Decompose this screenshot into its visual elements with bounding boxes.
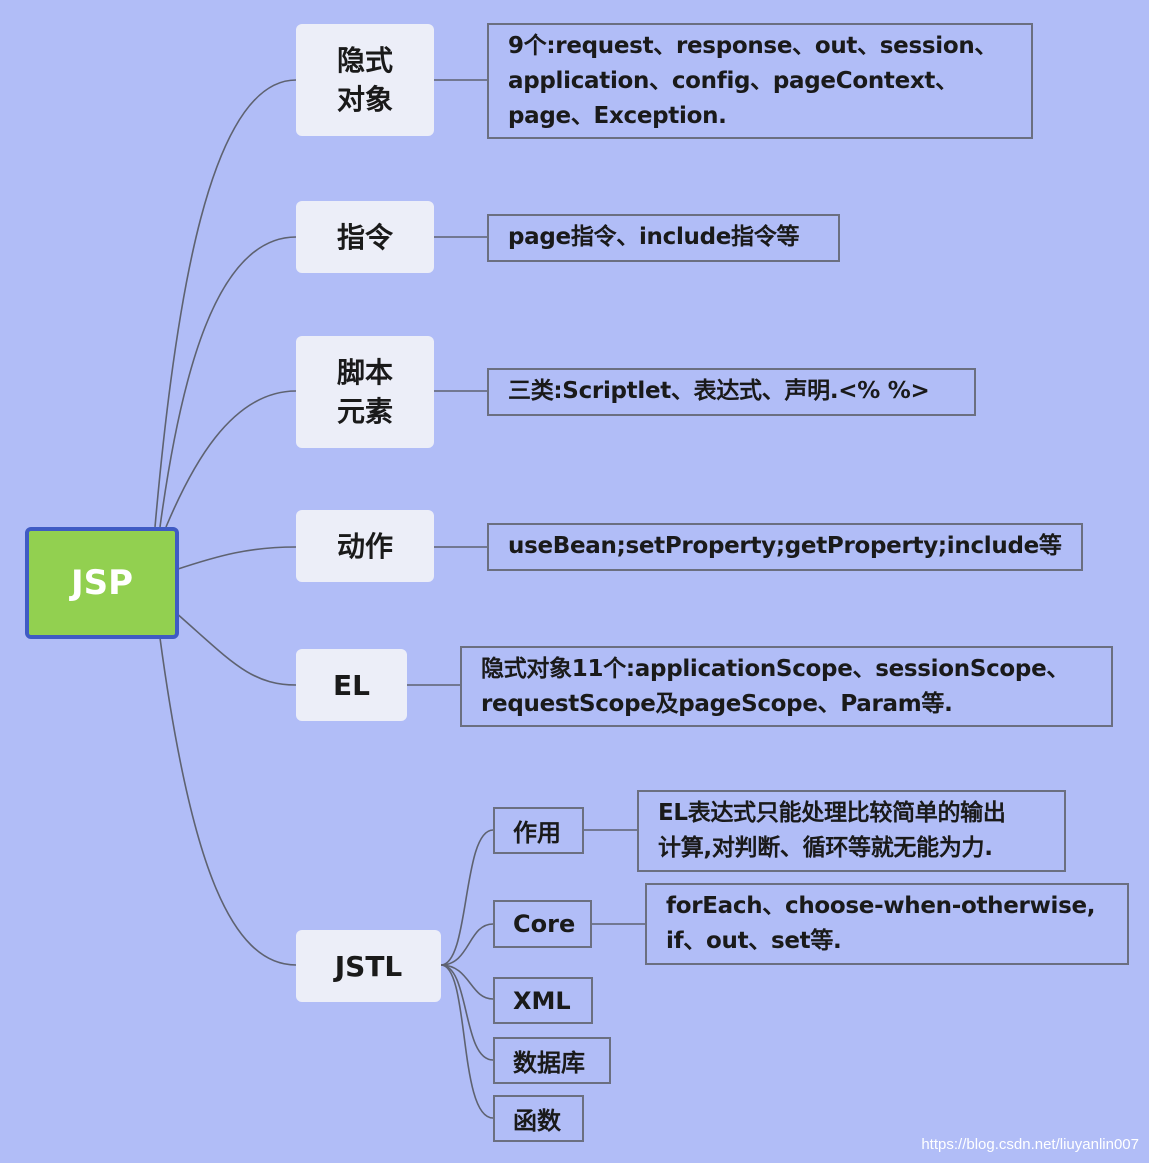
connector-root-el bbox=[174, 611, 297, 686]
note-core: forEach、choose-when-otherwise, if、out、se… bbox=[645, 883, 1129, 965]
connector-jstl-database bbox=[440, 964, 494, 1061]
topic-label: 脚本 元素 bbox=[336, 356, 393, 428]
connector-root-jstl bbox=[159, 637, 297, 966]
connector-jstl-core bbox=[440, 923, 494, 966]
topic-el: EL bbox=[296, 649, 407, 721]
subtopic-database: 数据库 bbox=[493, 1037, 611, 1084]
topic-directives: 指令 bbox=[296, 201, 434, 273]
root-node-jsp: JSP bbox=[25, 527, 179, 639]
topic-label: 指令 bbox=[336, 220, 393, 254]
connector-root-actions bbox=[174, 546, 297, 571]
subtopic-purpose: 作用 bbox=[493, 807, 584, 854]
watermark: https://blog.csdn.net/liuyanlin007 bbox=[921, 1136, 1139, 1153]
note-implicit-objects: 9个:request、response、out、session、 applica… bbox=[487, 23, 1033, 139]
subtopic-label: XML bbox=[513, 986, 571, 1015]
note-directives: page指令、include指令等 bbox=[487, 214, 840, 262]
subtopic-label: Core bbox=[513, 910, 576, 938]
root-label: JSP bbox=[70, 563, 134, 603]
topic-label: JSTL bbox=[334, 949, 403, 983]
topic-jstl: JSTL bbox=[296, 930, 441, 1002]
connector-jstl-functions bbox=[440, 964, 494, 1119]
topic-label: EL bbox=[333, 668, 370, 702]
subtopic-label: 函数 bbox=[513, 1107, 561, 1135]
subtopic-functions: 函数 bbox=[493, 1095, 584, 1142]
subtopic-xml: XML bbox=[493, 977, 593, 1024]
topic-actions: 动作 bbox=[296, 510, 434, 582]
note-purpose: EL表达式只能处理比较简单的输出 计算,对判断、循环等就无能为力. bbox=[637, 790, 1066, 872]
topic-script-elements: 脚本 元素 bbox=[296, 336, 434, 448]
subtopic-label: 数据库 bbox=[513, 1049, 585, 1077]
subtopic-core: Core bbox=[493, 900, 592, 948]
subtopic-label: 作用 bbox=[513, 819, 561, 847]
connector-root-script-elements bbox=[165, 390, 297, 528]
connector-jstl-xml bbox=[440, 964, 494, 1000]
note-script-elements: 三类:Scriptlet、表达式、声明.<% %> bbox=[487, 368, 976, 416]
topic-label: 动作 bbox=[336, 529, 393, 563]
note-actions: useBean;setProperty;getProperty;include等 bbox=[487, 523, 1083, 571]
connector-jstl-purpose bbox=[440, 829, 494, 966]
note-el: 隐式对象11个:applicationScope、sessionScope、 r… bbox=[460, 646, 1113, 727]
topic-label: 隐式 对象 bbox=[336, 44, 393, 116]
connector-root-implicit-objects bbox=[154, 79, 297, 528]
topic-implicit-objects: 隐式 对象 bbox=[296, 24, 434, 136]
connector-root-directives bbox=[159, 236, 297, 528]
